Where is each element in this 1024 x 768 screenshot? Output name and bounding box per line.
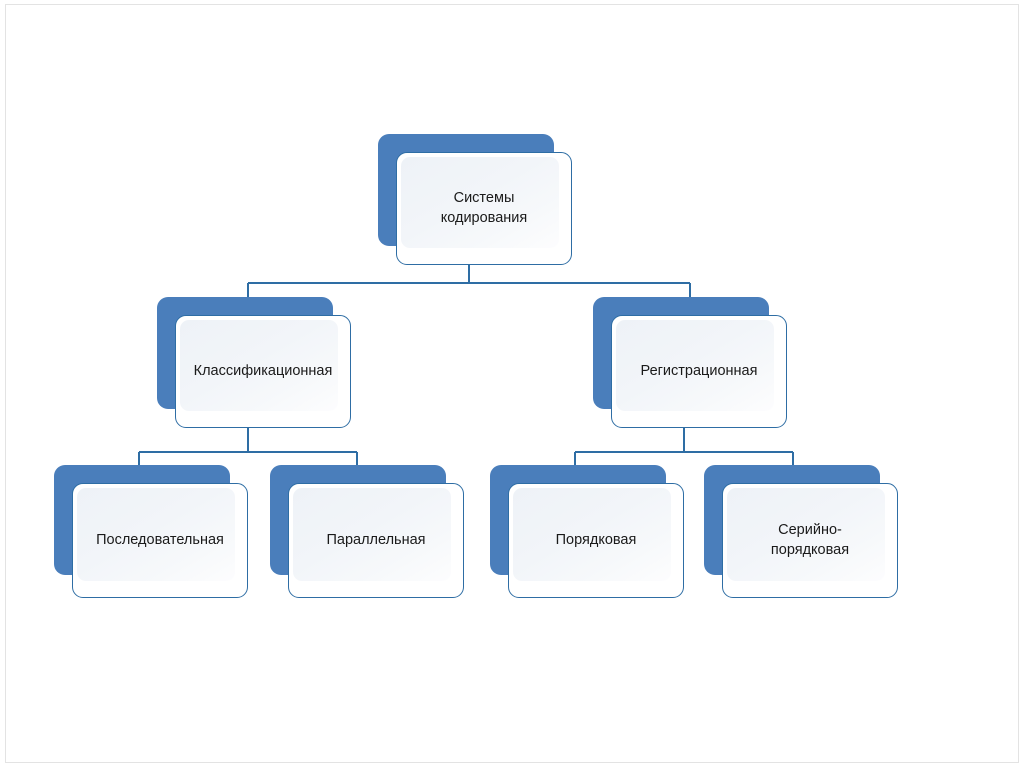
node-inner-panel (616, 320, 774, 411)
node-label: Серийно- порядковая (770, 521, 850, 558)
node-inner-panel (293, 488, 451, 581)
node-card[interactable]: Классификационная (175, 315, 351, 428)
node-label: Регистрационная (640, 362, 758, 379)
node-parallel[interactable]: Параллельная (270, 465, 464, 598)
node-serial-ordinal[interactable]: Серийно- порядковая (704, 465, 898, 598)
node-card[interactable]: Серийно- порядковая (722, 483, 898, 598)
node-label: Классификационная (193, 362, 333, 379)
node-ordinal[interactable]: Порядковая (490, 465, 684, 598)
node-card[interactable]: Регистрационная (611, 315, 787, 428)
node-label: Порядковая (555, 531, 637, 548)
node-coding-systems[interactable]: Системы кодирования (378, 134, 572, 265)
node-card[interactable]: Системы кодирования (396, 152, 572, 265)
node-card[interactable]: Последовательная (72, 483, 248, 598)
node-label: Последовательная (96, 531, 224, 548)
node-registration[interactable]: Регистрационная (593, 297, 787, 428)
node-card[interactable]: Порядковая (508, 483, 684, 598)
node-inner-panel (180, 320, 338, 411)
node-label: Параллельная (326, 531, 426, 548)
node-classification[interactable]: Классификационная (157, 297, 351, 428)
node-sequential[interactable]: Последовательная (54, 465, 248, 598)
node-inner-panel (727, 488, 885, 581)
node-inner-panel (401, 157, 559, 248)
node-inner-panel (513, 488, 671, 581)
node-inner-panel (77, 488, 235, 581)
node-label: Системы кодирования (440, 189, 528, 226)
node-card[interactable]: Параллельная (288, 483, 464, 598)
